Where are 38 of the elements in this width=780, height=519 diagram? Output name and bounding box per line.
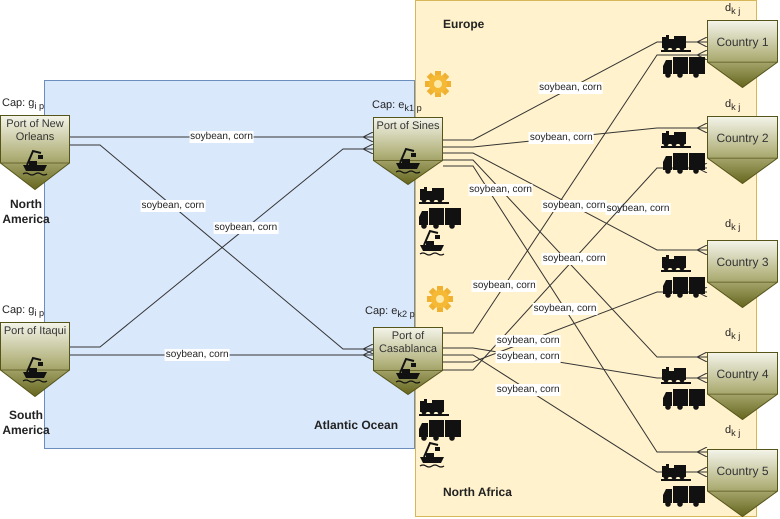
edge-label: soybean, corn	[496, 351, 561, 363]
capacity-label: d$_{k j}$	[725, 218, 740, 232]
capacity-label: Cap: e$_{k2 p}$	[365, 305, 415, 320]
node-label: Country 2	[715, 132, 770, 145]
edge-label: soybean, corn	[189, 131, 254, 143]
capacity-label: Cap: g$_{i p}$	[2, 304, 44, 318]
edge-label: soybean, corn	[468, 184, 533, 196]
edge-label: soybean, corn	[538, 82, 603, 94]
capacity-label: Cap: e$_{k1 p}$	[372, 99, 422, 114]
connector-line	[442, 166, 708, 458]
edge-label: soybean, corn	[496, 384, 561, 396]
edge-label: soybean, corn	[542, 252, 607, 265]
node-label: Port of Casablanca	[378, 330, 438, 356]
edge-label: soybean, corn	[472, 280, 537, 292]
edge-label: soybean, corn	[140, 200, 206, 212]
node-label: Country 3	[715, 256, 770, 269]
edge-label: soybean, corn	[542, 200, 607, 212]
node-label: Port of Sines	[376, 120, 440, 133]
region-label: North Africa	[443, 485, 512, 499]
node-label: Country 5	[715, 465, 770, 478]
edge-label: soybean, corn	[164, 349, 230, 361]
node-label: Port of New Orleans	[5, 118, 65, 144]
capacity-label: d$_{k j}$	[725, 424, 740, 438]
node-label: Country 1	[715, 36, 770, 49]
edge-label: soybean, corn	[532, 303, 598, 315]
node-label: Port of Itaqui	[2, 325, 68, 338]
capacity-label: Cap: g$_{i p}$	[2, 97, 44, 112]
capacity-label: d$_{k j}$	[725, 2, 740, 16]
connector-line	[442, 152, 708, 256]
edge-label: soybean, corn	[496, 335, 561, 347]
region-label: Atlantic Ocean	[314, 418, 398, 432]
node-label: Country 4	[715, 368, 770, 381]
region-label: Europe	[443, 17, 484, 31]
edge-label: soybean, corn	[528, 132, 594, 144]
connector-line	[442, 50, 708, 334]
capacity-label: d$_{k j}$	[725, 98, 740, 112]
capacity-label: d$_{k j}$	[725, 327, 740, 342]
edge-label: soybean, corn	[213, 222, 278, 234]
